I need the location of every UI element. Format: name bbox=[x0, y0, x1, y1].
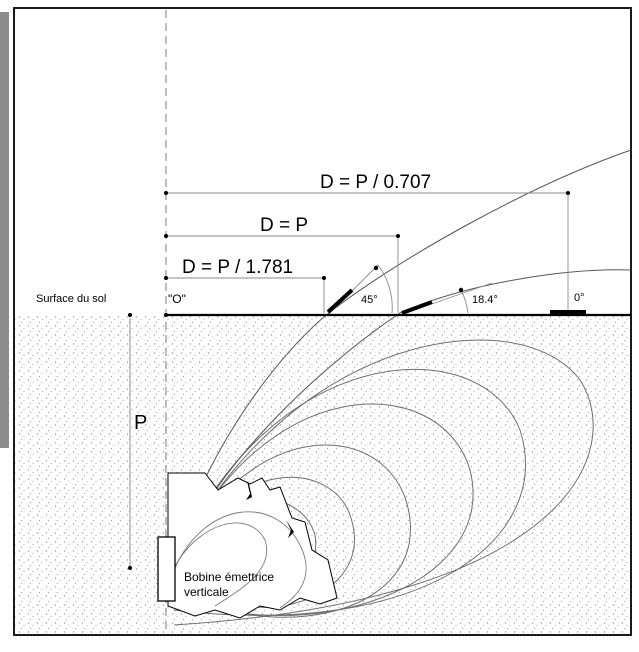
angle-point bbox=[458, 287, 464, 293]
dimension-label-p: D = P bbox=[260, 215, 308, 236]
angle-label-0: 0° bbox=[574, 292, 585, 304]
cutaway-patch bbox=[167, 472, 338, 619]
depth-point bbox=[128, 566, 132, 570]
field-line bbox=[173, 403, 474, 616]
field-line bbox=[173, 368, 526, 616]
dimension-label-1781: D = P / 1.781 bbox=[182, 257, 293, 278]
receiver-coil-18 bbox=[401, 300, 433, 315]
dimension-lines bbox=[166, 192, 569, 313]
depth-label: P bbox=[134, 412, 147, 434]
crack-mark bbox=[246, 481, 252, 500]
field-lines bbox=[173, 339, 594, 626]
field-line-18 bbox=[173, 269, 632, 567]
angle-arc-45 bbox=[377, 264, 393, 314]
angle-label-45: 45° bbox=[361, 294, 378, 306]
crack-mark bbox=[286, 520, 294, 538]
receiver-coil-45 bbox=[326, 288, 354, 314]
dimension-points bbox=[164, 191, 570, 280]
field-line bbox=[173, 339, 594, 626]
surface-label: Surface du sol bbox=[36, 293, 106, 305]
surface-point bbox=[128, 313, 132, 317]
angle-label-18: 18.4° bbox=[472, 294, 498, 306]
angle-point bbox=[373, 265, 379, 271]
coil-label-line1: Bobine émettrice bbox=[184, 570, 274, 584]
side-bar bbox=[0, 12, 9, 448]
surface-point bbox=[164, 313, 168, 317]
transmitter-coil bbox=[157, 536, 176, 602]
dimension-label-0707: D = P / 0.707 bbox=[320, 172, 431, 193]
angle-label-o: "O" bbox=[168, 292, 186, 306]
coil-label-line2: verticale bbox=[184, 585, 229, 599]
field-line bbox=[173, 444, 411, 618]
